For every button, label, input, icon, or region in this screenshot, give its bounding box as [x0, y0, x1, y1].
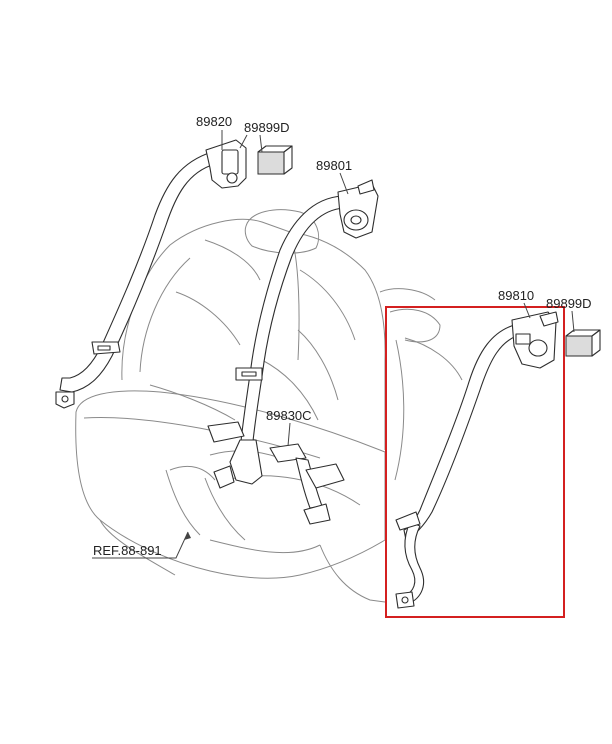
webbing-left [59, 151, 216, 393]
label-89899d-left: 89899D [244, 120, 290, 135]
label-89801: 89801 [316, 158, 352, 173]
label-89810: 89810 [498, 288, 534, 303]
buckle-assembly-89830c [269, 443, 345, 525]
rear-seat [75, 209, 463, 603]
label-block-left [257, 151, 285, 175]
buckle-body [305, 463, 345, 489]
seat-backrest-right [289, 231, 386, 450]
belt-assembly-89801 [207, 179, 379, 489]
label-89899d-right: 89899D [546, 296, 592, 311]
label-89820: 89820 [196, 114, 232, 129]
highlight-box [385, 306, 565, 618]
belt-assembly-89820 [55, 139, 293, 409]
leader-lines [92, 130, 575, 559]
headrest-middle [244, 209, 320, 254]
part-labels: 89820 89899D 89801 89810 89899D 89830C R… [93, 114, 592, 558]
seat-side-right [389, 308, 441, 343]
label-89830c: 89830C [266, 408, 312, 423]
webbing-right [403, 323, 523, 541]
buckle-tongue [269, 443, 307, 463]
belt-assembly-89810 [395, 311, 601, 609]
seat-cushion [75, 390, 386, 579]
label-ref-88-891: REF.88-891 [93, 543, 162, 558]
label-block-right [565, 335, 593, 357]
